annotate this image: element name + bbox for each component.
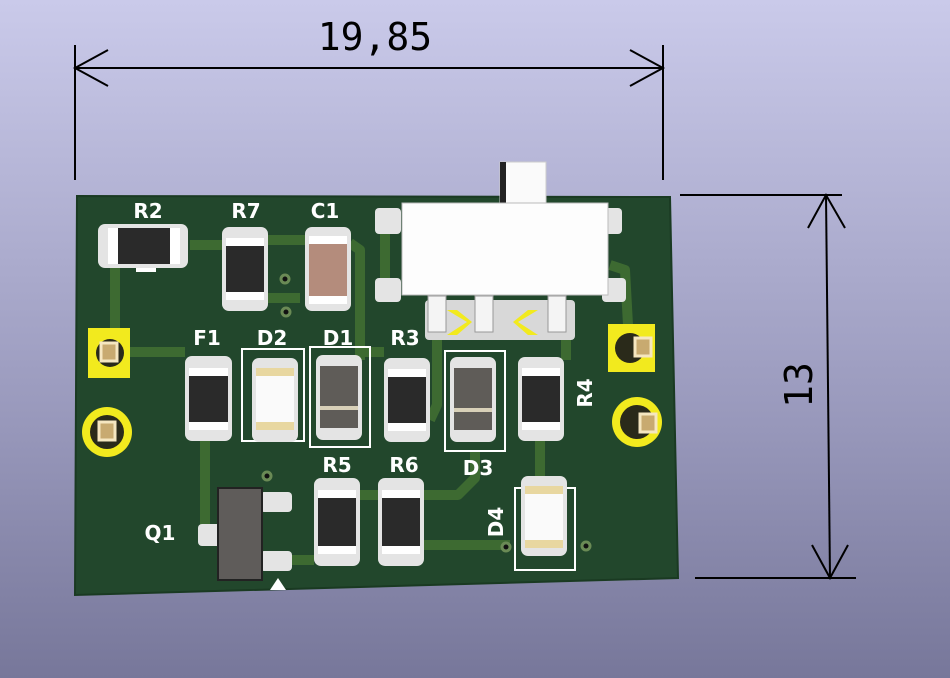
label-R6: R6 bbox=[389, 453, 418, 477]
label-D3: D3 bbox=[463, 456, 494, 480]
label-D1: D1 bbox=[323, 326, 354, 350]
diode-D1 bbox=[309, 346, 371, 448]
led-D4 bbox=[514, 476, 576, 571]
resistor-R5 bbox=[314, 478, 360, 566]
copper-traces bbox=[110, 232, 633, 565]
connector-right bbox=[608, 324, 662, 447]
slide-switch bbox=[375, 161, 626, 340]
transistor-Q1 bbox=[198, 487, 292, 590]
label-R7: R7 bbox=[231, 199, 260, 223]
connector-left bbox=[82, 328, 132, 457]
label-Q1: Q1 bbox=[145, 521, 176, 545]
fuse-F1 bbox=[185, 356, 232, 441]
resistor-R3 bbox=[384, 358, 430, 442]
resistor-R7 bbox=[222, 227, 268, 311]
resistor-R4 bbox=[518, 357, 564, 441]
label-D2: D2 bbox=[257, 326, 288, 350]
label-R5: R5 bbox=[322, 453, 351, 477]
label-C1: C1 bbox=[311, 199, 340, 223]
dimension-height bbox=[680, 192, 856, 581]
capacitor-C1 bbox=[305, 227, 351, 311]
resistor-R6 bbox=[378, 478, 424, 566]
label-R3: R3 bbox=[390, 326, 419, 350]
dimension-height-label: 13 bbox=[777, 362, 821, 408]
label-F1: F1 bbox=[193, 326, 221, 350]
diode-D3 bbox=[444, 350, 506, 452]
label-R2: R2 bbox=[133, 199, 162, 223]
resistor-R2 bbox=[98, 224, 188, 272]
label-D4: D4 bbox=[484, 507, 508, 538]
vias bbox=[261, 273, 592, 553]
led-D2 bbox=[241, 348, 305, 442]
dimension-width bbox=[72, 45, 666, 180]
label-R4: R4 bbox=[573, 378, 597, 407]
dimension-width-label: 19,85 bbox=[318, 15, 432, 59]
